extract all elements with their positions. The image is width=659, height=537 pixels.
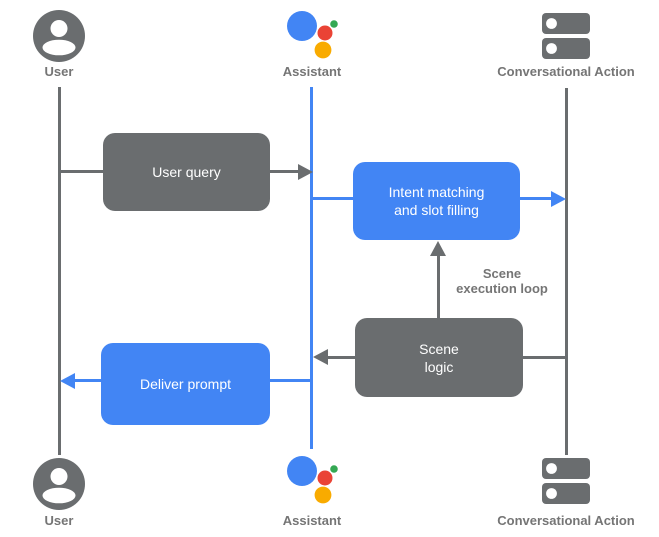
conversational-action-lifeline [564, 88, 568, 455]
google-assistant-icon [286, 10, 338, 59]
intent-matching-box: Intent matching and slot filling [353, 162, 520, 240]
person-circle-icon [32, 9, 86, 63]
deliver-prompt-box: Deliver prompt [101, 343, 270, 425]
assistant-to-deliver-line [270, 379, 311, 382]
arrowhead-right [297, 163, 313, 180]
intent-matching-line1: Intent matching [388, 184, 485, 200]
conversational-action-label-top: Conversational Action [497, 64, 635, 79]
intent-to-action-line [520, 197, 551, 200]
conversational-action-label-bottom: Conversational Action [497, 513, 635, 528]
assistant-lifeline [309, 87, 313, 449]
scene-to-intent-line [436, 256, 440, 318]
scene-execution-loop-line1: Scene [482, 266, 522, 281]
scene-execution-loop-label: Scene execution loop [430, 266, 574, 296]
arrowhead-left [59, 372, 75, 389]
scene-logic-line1: Scene [419, 340, 459, 357]
scene-to-assistant-line [327, 355, 355, 359]
assistant-label-bottom: Assistant [282, 513, 342, 528]
scene-execution-loop-line2: execution loop [456, 281, 548, 296]
intent-matching-line2: and slot filling [394, 202, 479, 218]
person-circle-icon [32, 457, 86, 511]
scene-logic-line2: logic [424, 358, 454, 375]
user-to-query-line [59, 170, 103, 173]
deliver-to-user-line [74, 379, 103, 382]
assistant-label-top: Assistant [282, 64, 342, 79]
arrowhead-left [312, 349, 328, 365]
server-stack-icon [542, 13, 590, 59]
deliver-prompt-label: Deliver prompt [139, 376, 232, 392]
server-stack-icon [542, 458, 590, 504]
assistant-to-intent-line [311, 197, 353, 200]
user-query-label: User query [152, 164, 221, 180]
arrowhead-right [550, 190, 566, 207]
query-to-assistant-line [270, 170, 298, 173]
user-label-bottom: User [44, 513, 74, 528]
user-lifeline [57, 87, 61, 455]
user-query-box: User query [103, 133, 270, 211]
action-to-scene-line [523, 355, 566, 359]
scene-logic-box: Scene logic [355, 318, 523, 397]
google-assistant-icon [286, 455, 338, 504]
user-label-top: User [44, 64, 74, 79]
arrowhead-up [430, 241, 446, 256]
